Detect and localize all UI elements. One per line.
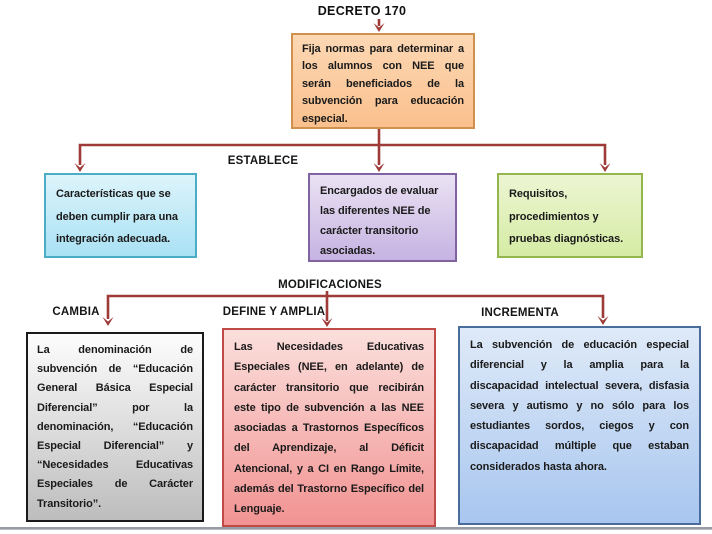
modificaciones-label: MODIFICACIONES [278,279,382,291]
box-encargados: Encargados de evaluar las diferentes NEE… [308,173,457,262]
box-define-y-amplia: Las Necesidades Educativas Especiales (N… [222,328,436,527]
page-title: DECRETO 170 [317,4,407,18]
bottom-divider [0,527,712,530]
box-requisitos: Requisitos, procedimientos y pruebas dia… [497,173,643,258]
incrementa-label: INCREMENTA [481,307,559,319]
establece-label: ESTABLECE [227,155,299,167]
box-incrementa: La subvención de educación especial dife… [458,326,701,525]
define-y-amplia-label: DEFINE Y AMPLIA [222,306,326,318]
cambia-label: CAMBIA [52,306,100,318]
box-cambia: La denominación de subvención de “Educac… [26,332,204,522]
root-box: Fija normas para determinar a los alumno… [291,33,475,129]
box-caracteristicas: Características que se deben cumplir par… [44,173,197,258]
